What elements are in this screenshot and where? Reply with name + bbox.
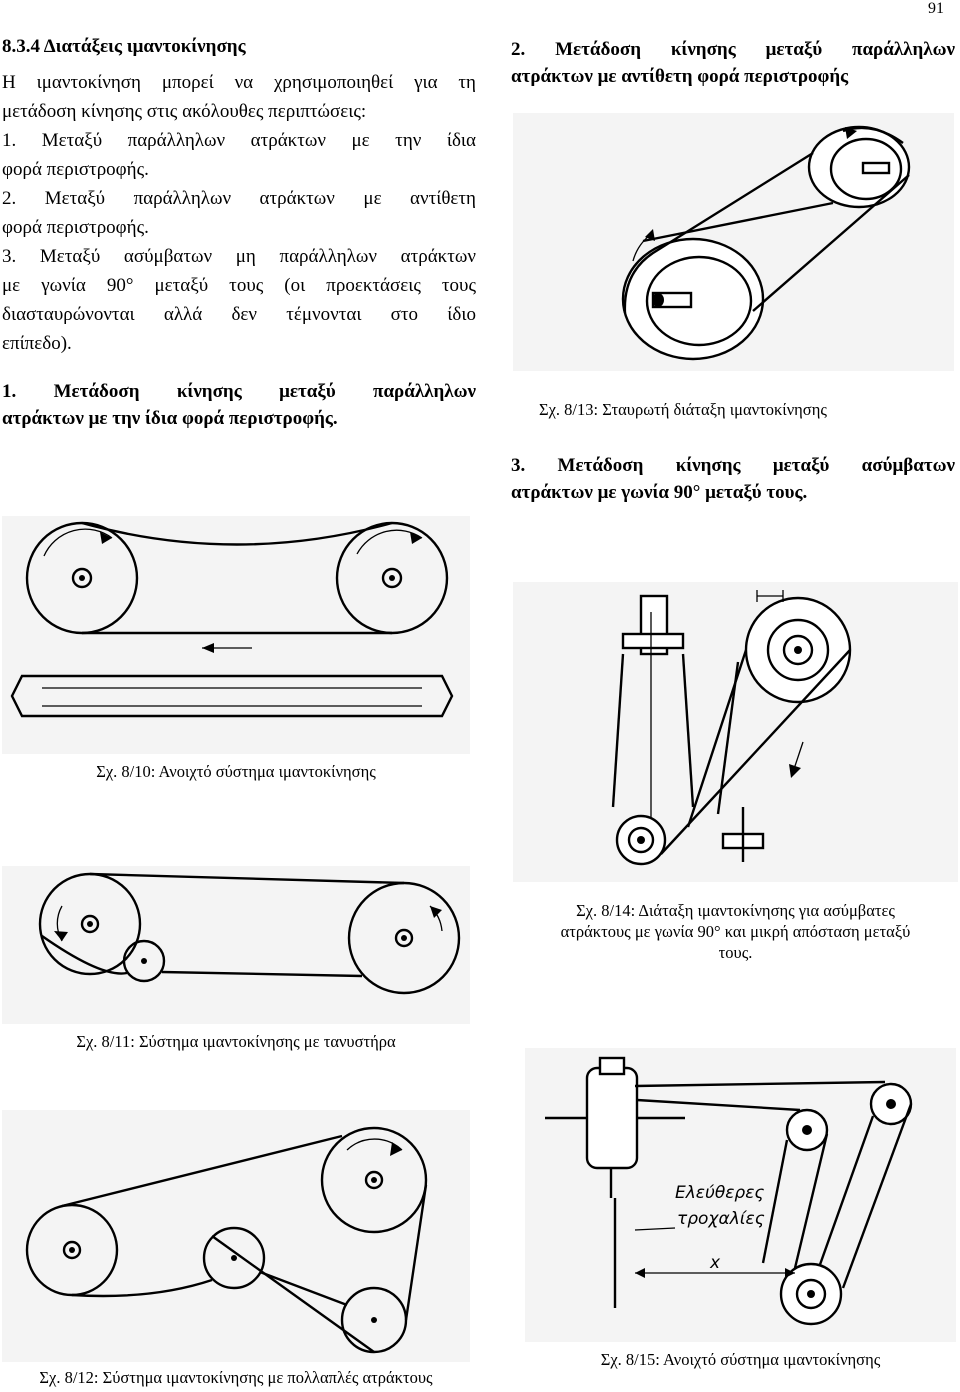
figure-8-14-caption: Σχ. 8/14: Διάταξη ιμαντοκίνησης για ασύμ… [513, 900, 958, 963]
figure-8-14-caption-line: τους. [718, 943, 753, 962]
figure-8-14-caption-line: Σχ. 8/14: Διάταξη ιμαντοκίνησης για ασύμ… [576, 901, 895, 920]
case1-title-line: 1. Μετάδοση κίνησης μεταξύ παράλληλων [2, 381, 476, 402]
case1-title-line: ατράκτων με την ίδια φορά περιστροφής. [2, 408, 338, 429]
intro-line: διασταυρώνονται αλλά δεν τέμνονται στο ί… [2, 304, 476, 325]
case3-title-line: ατράκτων με γωνία 90° μεταξύ τους. [511, 482, 808, 503]
figure-8-14-quarter-twist [513, 582, 958, 882]
intro-line: με γωνία 90° μεταξύ τους (οι προεκτάσεις… [2, 275, 476, 296]
figure-8-11-tensioner [2, 866, 470, 1024]
case2-title-line: 2. Μετάδοση κίνησης μεταξύ παράλληλων [511, 39, 955, 60]
intro-line: φορά περιστροφής. [2, 159, 149, 180]
figure-8-15-idler-pulleys: x Ελεύθερες τροχαλίες [525, 1048, 956, 1342]
figure-8-12-multiple-shafts [2, 1110, 470, 1362]
intro-line: 3. Μεταξύ ασύμβατων μη παράλληλων ατράκτ… [2, 246, 476, 267]
figure-8-14-caption-line: ατράκτους με γωνία 90° και μικρή απόστασ… [560, 922, 911, 941]
case1-title: 1. Μετάδοση κίνησης μεταξύ παράλληλων ατ… [2, 378, 476, 432]
case3-title: 3. Μετάδοση κίνησης μεταξύ ασύμβατων ατρ… [511, 452, 955, 506]
figure-8-13-crossed-belt [513, 113, 954, 371]
figure-8-13-caption: Σχ. 8/13: Σταυρωτή διάταξη ιμαντοκίνησης [539, 400, 827, 419]
case2-title-line: ατράκτων με αντίθετη φορά περιστροφής [511, 66, 849, 87]
intro-line: μετάδοση κίνησης στις ακόλουθες περιπτώσ… [2, 101, 367, 122]
intro-line: Η ιμαντοκίνηση μπορεί να χρησιμοποιηθεί … [2, 72, 476, 93]
page-number: 91 [928, 0, 944, 17]
intro-line: επίπεδο). [2, 333, 72, 354]
idler-label-line: τροχαλίες [677, 1209, 765, 1229]
figure-8-15-caption: Σχ. 8/15: Ανοιχτό σύστημα ιμαντοκίνησης [600, 1350, 881, 1369]
intro-paragraph: Η ιμαντοκίνηση μπορεί να χρησιμοποιηθεί … [2, 68, 476, 358]
idler-label-line: Ελεύθερες [675, 1183, 764, 1203]
figure-8-10-caption: Σχ. 8/10: Ανοιχτό σύστημα ιμαντοκίνησης [96, 762, 376, 781]
figure-8-10-open-belt [2, 516, 470, 754]
figure-8-12-caption: Σχ. 8/12: Σύστημα ιμαντοκίνησης με πολλα… [39, 1368, 433, 1387]
section-title: 8.3.4 Διατάξεις ιμαντοκίνησης [2, 36, 246, 57]
intro-line: 1. Μεταξύ παράλληλων ατράκτων με την ίδι… [2, 130, 476, 151]
case3-title-line: 3. Μετάδοση κίνησης μεταξύ ασύμβατων [511, 455, 955, 476]
case2-title: 2. Μετάδοση κίνησης μεταξύ παράλληλων ατ… [511, 36, 955, 90]
dimension-x-label: x [709, 1253, 721, 1273]
intro-line: 2. Μεταξύ παράλληλων ατράκτων με αντίθετ… [2, 188, 476, 209]
intro-line: φορά περιστροφής. [2, 217, 149, 238]
figure-8-11-caption: Σχ. 8/11: Σύστημα ιμαντοκίνησης με τανυσ… [76, 1032, 396, 1051]
